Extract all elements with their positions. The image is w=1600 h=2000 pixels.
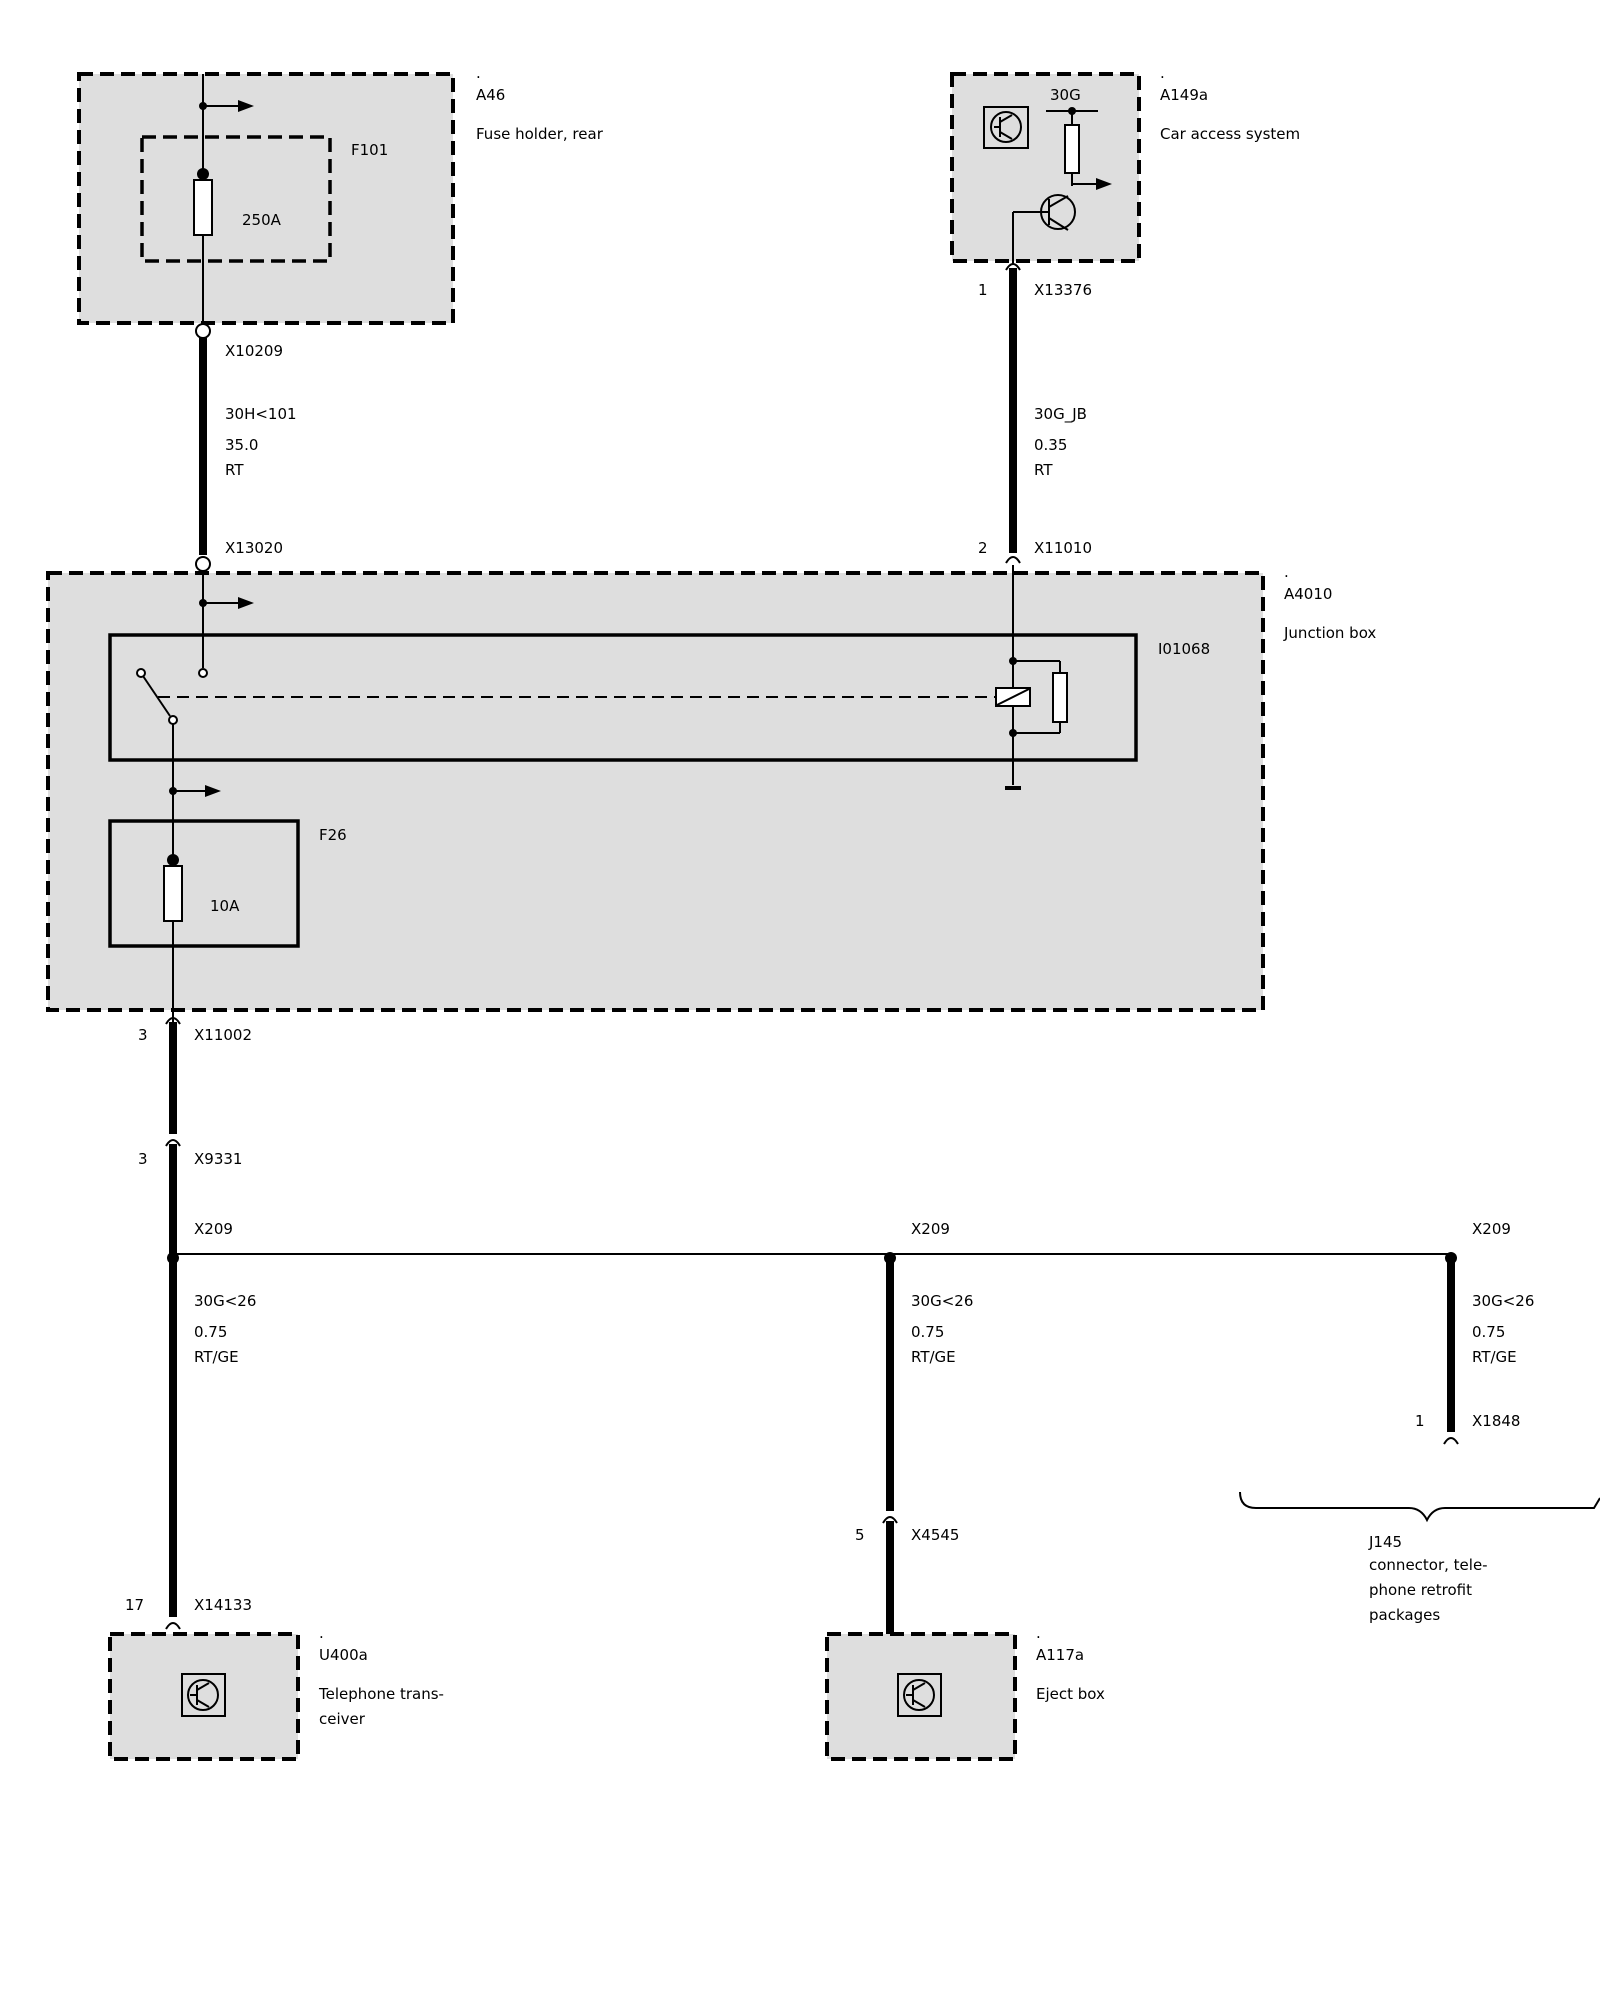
- connector-icon: [1443, 1437, 1459, 1445]
- a117a-id: A117a: [1036, 1646, 1084, 1664]
- x209-mid-id: X209: [911, 1220, 950, 1238]
- w-right-color: RT/GE: [1472, 1348, 1517, 1366]
- x11010-id: X11010: [1034, 539, 1092, 557]
- u400a-dot: .: [319, 1624, 324, 1642]
- w-right-size: 0.75: [1472, 1323, 1505, 1341]
- brace-icon: [1239, 1491, 1600, 1523]
- f101-id: F101: [351, 141, 388, 159]
- fuse-icon: [163, 865, 183, 922]
- x1848-pin: 1: [1415, 1412, 1425, 1430]
- arrow-icon: [238, 597, 254, 609]
- transistor-symbol-icon: [983, 106, 1029, 149]
- w-left-signal: 30G<26: [194, 1292, 256, 1310]
- x209-right-id: X209: [1472, 1220, 1511, 1238]
- u400a-name-line2: ceiver: [319, 1710, 366, 1728]
- w-30gjb-signal: 30G_JB: [1034, 405, 1087, 424]
- a4010-dot: .: [1284, 563, 1289, 581]
- arrow-icon: [205, 785, 221, 797]
- f26-rating: 10A: [210, 897, 240, 915]
- i01068-id: I01068: [1158, 640, 1210, 658]
- x14133-id: X14133: [194, 1596, 252, 1614]
- a117a-name: Eject box: [1036, 1685, 1105, 1703]
- component-a46: [77, 72, 455, 339]
- a149a-dot: .: [1160, 64, 1165, 82]
- connector-icon: [195, 323, 211, 339]
- resistor-icon: [1064, 124, 1080, 174]
- w-30h-color: RT: [225, 461, 244, 479]
- connector-icon: [1005, 263, 1021, 271]
- connector-icon: [165, 1622, 181, 1630]
- x11002-id: X11002: [194, 1026, 252, 1044]
- connector-icon: [165, 1139, 181, 1147]
- w-30gjb-color: RT: [1034, 461, 1053, 479]
- transistor-symbol-icon: [181, 1673, 226, 1717]
- w-mid-signal: 30G<26: [911, 1292, 973, 1310]
- fuse-icon: [193, 179, 213, 236]
- x4545-pin: 5: [855, 1526, 865, 1544]
- x13376-id: X13376: [1034, 281, 1092, 299]
- w-right-signal: 30G<26: [1472, 1292, 1534, 1310]
- fuse-f101-frame: [140, 135, 332, 263]
- a117a-dot: .: [1036, 1624, 1041, 1642]
- x10209-id: X10209: [225, 342, 283, 360]
- connector-icon: [195, 556, 211, 572]
- x209-left-id: X209: [194, 1220, 233, 1238]
- arrow-icon: [1096, 178, 1112, 190]
- component-a117a: [825, 1632, 1017, 1761]
- u400a-id: U400a: [319, 1646, 368, 1664]
- component-a4010: [46, 565, 1265, 1030]
- transistor-symbol-icon: [897, 1673, 942, 1717]
- fuse-f26-frame: [108, 819, 300, 948]
- w-mid-size: 0.75: [911, 1323, 944, 1341]
- w-30h-size: 35.0: [225, 436, 258, 454]
- w-left-size: 0.75: [194, 1323, 227, 1341]
- connector-icon: [165, 1017, 181, 1025]
- f26-id: F26: [319, 826, 347, 844]
- x13376-pin: 1: [978, 281, 988, 299]
- w-left-color: RT/GE: [194, 1348, 239, 1366]
- w-30h-signal: 30H<101: [225, 405, 297, 423]
- a4010-id: A4010: [1284, 585, 1332, 603]
- component-a149a: [950, 72, 1141, 265]
- a46-id: A46: [476, 86, 505, 104]
- a149a-pin-label: 30G: [1050, 86, 1081, 104]
- arrow-icon: [238, 100, 254, 112]
- connector-icon: [1005, 556, 1021, 564]
- j145-id: J145: [1368, 1533, 1402, 1551]
- a4010-name: Junction box: [1283, 624, 1376, 642]
- j145-line2: phone retrofit: [1369, 1581, 1472, 1599]
- connector-icon: [882, 1516, 898, 1524]
- component-u400a: [108, 1632, 300, 1761]
- x4545-id: X4545: [911, 1526, 959, 1544]
- a46-dot: .: [476, 64, 481, 82]
- a149a-name: Car access system: [1160, 125, 1300, 143]
- relay-i01068-frame: [108, 633, 1138, 762]
- a46-name: Fuse holder, rear: [476, 125, 604, 143]
- j145-line1: connector, tele-: [1369, 1556, 1488, 1574]
- resistor-icon: [1052, 672, 1068, 723]
- a149a-id: A149a: [1160, 86, 1208, 104]
- x11010-pin: 2: [978, 539, 988, 557]
- switch-icon: [142, 675, 171, 717]
- f101-rating: 250A: [242, 211, 282, 229]
- x14133-pin: 17: [125, 1596, 144, 1614]
- u400a-name-line1: Telephone trans-: [318, 1685, 444, 1703]
- j145-line3: packages: [1369, 1606, 1440, 1624]
- x9331-pin: 3: [138, 1150, 148, 1168]
- x13020-id: X13020: [225, 539, 283, 557]
- w-mid-color: RT/GE: [911, 1348, 956, 1366]
- x11002-pin: 3: [138, 1026, 148, 1044]
- x1848-id: X1848: [1472, 1412, 1520, 1430]
- w-30gjb-size: 0.35: [1034, 436, 1067, 454]
- x9331-id: X9331: [194, 1150, 242, 1168]
